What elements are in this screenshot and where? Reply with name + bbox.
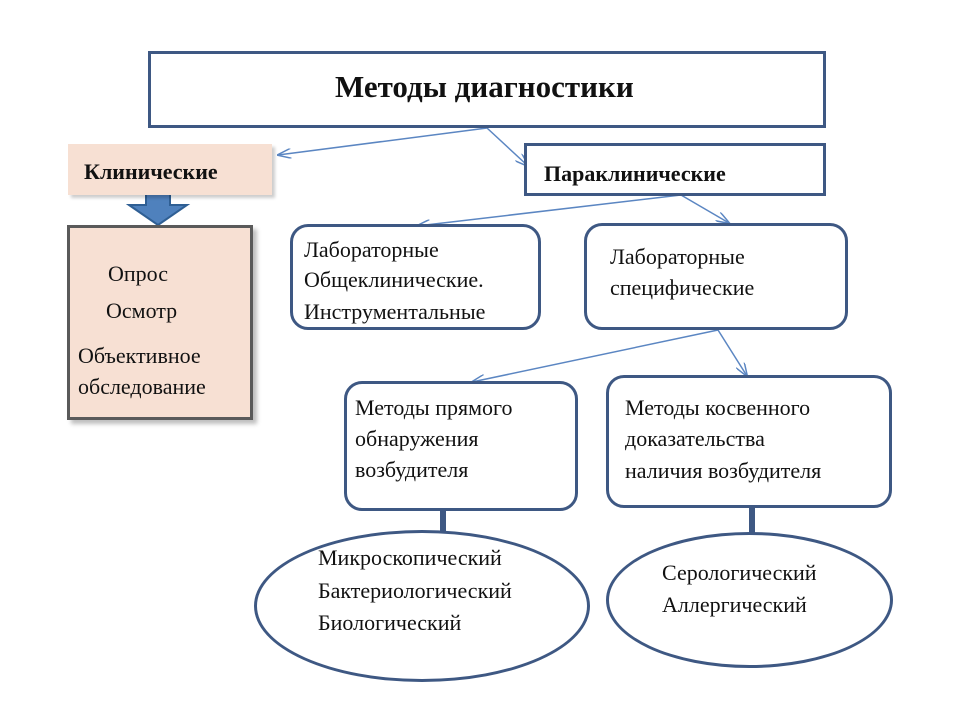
arrow-title-to-paraclinical xyxy=(486,127,528,166)
indirect-line-1: Методы косвенного xyxy=(625,395,811,420)
arrow-specific-to-indirect xyxy=(717,329,747,376)
direct-detection-box: Методы прямого обнаружения возбудителя xyxy=(344,381,578,511)
lab-general-line-1: Лабораторные xyxy=(304,237,439,262)
paraclinical-box: Параклинические xyxy=(524,143,826,196)
connector-direct-to-methods xyxy=(440,510,446,532)
paraclinical-label: Параклинические xyxy=(544,161,726,186)
arrow-title-to-clinical xyxy=(278,127,488,155)
arrow-specific-to-direct xyxy=(472,329,719,382)
lab-specific-box: Лабораторные специфические xyxy=(584,223,848,330)
method-bacteriological: Бактериологический xyxy=(318,578,512,603)
lab-specific-line-2: специфические xyxy=(610,275,755,300)
clinical-item-objective: Объективное xyxy=(78,343,201,368)
clinical-box: Клинические xyxy=(68,144,272,195)
clinical-methods-box: Опрос Осмотр Объективное обследование xyxy=(67,225,253,420)
lab-general-line-2: Общеклинические. xyxy=(304,267,484,292)
direct-line-3: возбудителя xyxy=(355,457,469,482)
method-microscopic: Микроскопический xyxy=(318,545,502,570)
block-arrow-down-icon xyxy=(125,193,191,227)
direct-methods-ellipse: Микроскопический Бактериологический Биол… xyxy=(254,530,590,682)
indirect-line-2: доказательства xyxy=(625,426,765,451)
clinical-item-opros: Опрос xyxy=(108,261,168,286)
arrow-para-to-lab-specific xyxy=(680,194,729,223)
indirect-line-3: наличия возбудителя xyxy=(625,458,822,483)
clinical-item-osmotr: Осмотр xyxy=(106,298,178,323)
direct-line-1: Методы прямого xyxy=(355,395,513,420)
arrow-para-to-lab-general xyxy=(417,194,682,226)
lab-general-box: Лабораторные Общеклинические. Инструмент… xyxy=(290,224,541,330)
indirect-evidence-box: Методы косвенного доказательства наличия… xyxy=(606,375,892,508)
title-box: Методы диагностики xyxy=(148,51,826,128)
direct-line-2: обнаружения xyxy=(355,426,479,451)
method-allergic: Аллергический xyxy=(662,592,807,617)
lab-specific-line-1: Лабораторные xyxy=(610,244,745,269)
method-biological: Биологический xyxy=(318,610,462,635)
method-serological: Серологический xyxy=(662,560,817,585)
title-text: Методы диагностики xyxy=(335,69,634,104)
connector-indirect-to-methods xyxy=(749,507,755,533)
clinical-label: Клинические xyxy=(84,159,218,184)
lab-general-line-3: Инструментальные xyxy=(304,299,486,324)
indirect-methods-ellipse: Серологический Аллергический xyxy=(606,532,893,668)
clinical-item-examination: обследование xyxy=(78,374,206,399)
